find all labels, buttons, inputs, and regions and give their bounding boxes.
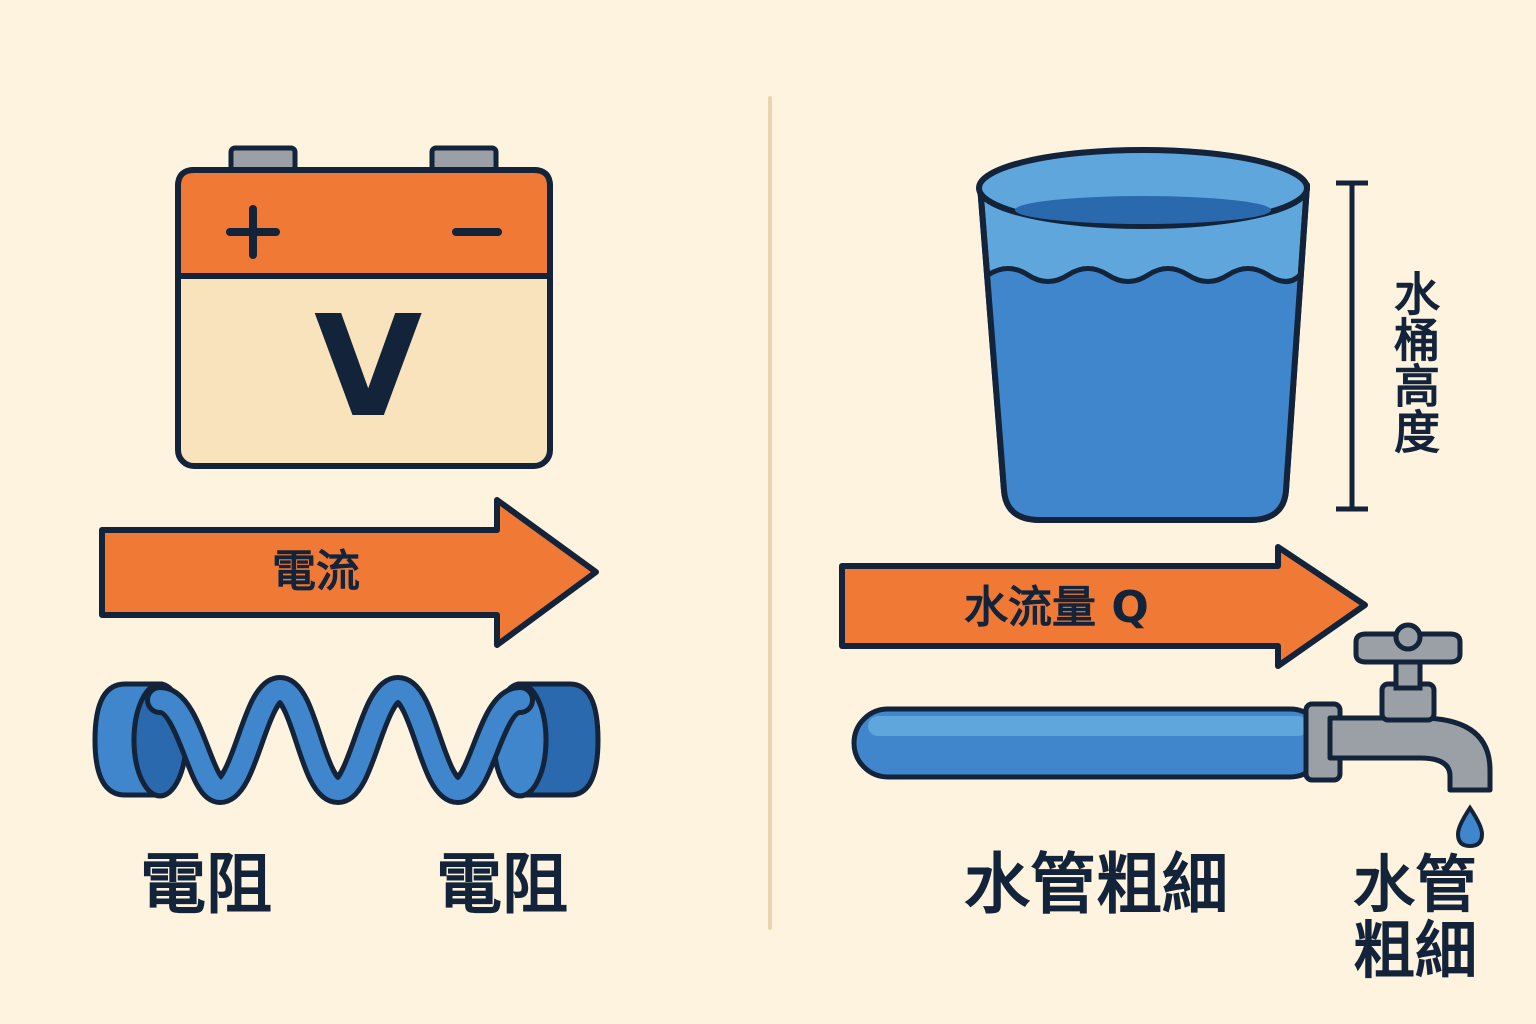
pipe-thickness-faucet-label: 水管粗細 [1352,848,1477,987]
bucket-icon [976,147,1310,523]
current-arrow [99,497,599,648]
faucet-icon [1303,622,1493,793]
panel-divider [768,96,772,930]
battery-letter: V [314,286,423,449]
current-label: 電流 [272,546,360,597]
height-bracket [1336,180,1368,512]
bucket-height-label: 水桶高度 [1387,270,1441,454]
water-drop-icon [1455,804,1485,849]
flow-arrow [839,544,1368,669]
battery-icon [175,145,553,469]
pipe-thickness-label: 水管粗細 [964,846,1228,923]
flow-label: 水流量 Q [964,582,1149,633]
coil-resistor-icon [92,674,601,806]
plus-icon [226,205,280,259]
pipe-icon [851,706,1327,780]
resistor-label-right: 電阻 [436,846,568,923]
resistor-label-left: 電阻 [140,846,272,923]
